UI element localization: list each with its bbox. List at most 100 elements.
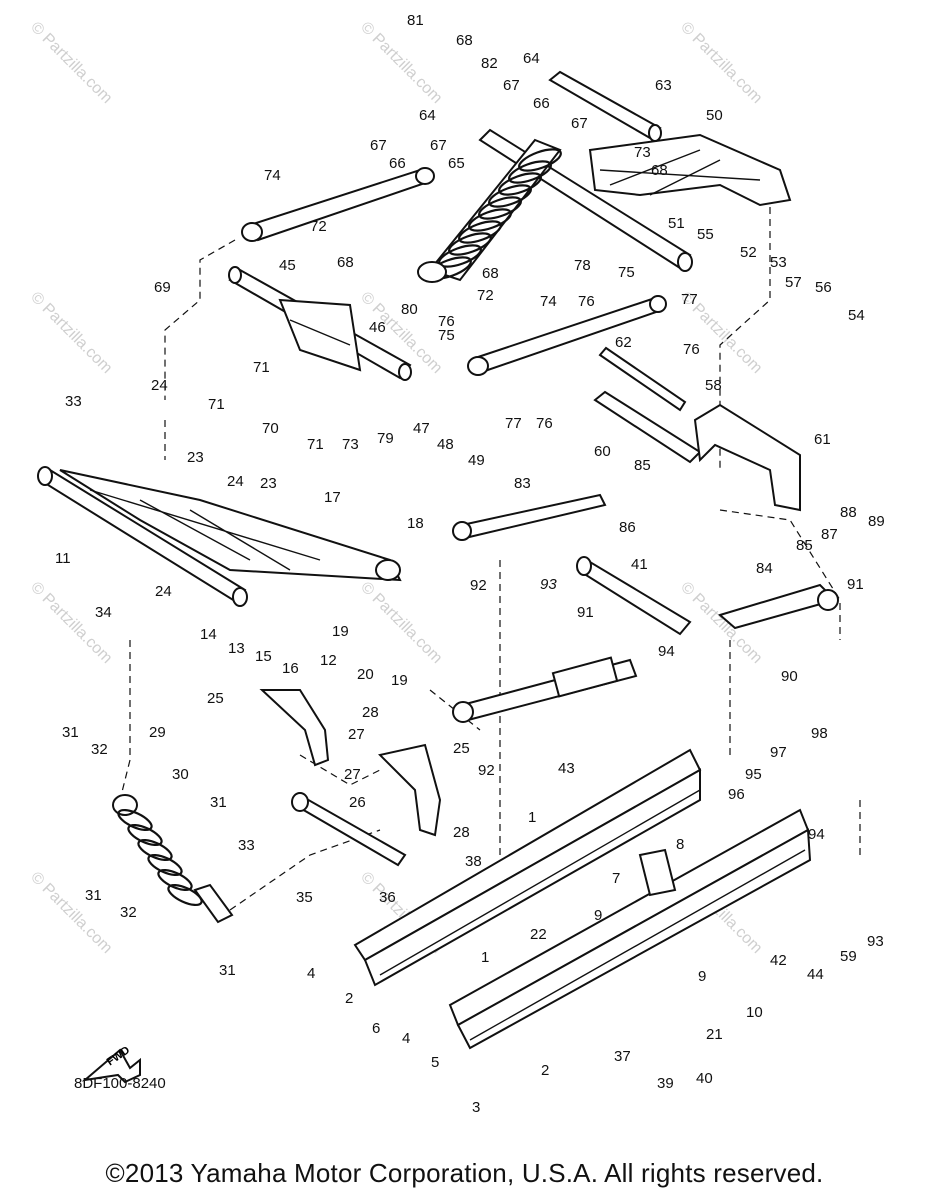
callout-number: 81 xyxy=(407,12,424,29)
callout-number: 76 xyxy=(683,341,700,358)
rod-83 xyxy=(452,493,607,541)
callout-number: 59 xyxy=(840,948,857,965)
callout-number: 48 xyxy=(437,436,454,453)
fwd-arrow: FWD xyxy=(81,1044,141,1084)
callout-number: 89 xyxy=(868,513,885,530)
callout-number: 76 xyxy=(438,313,455,330)
callout-number: 4 xyxy=(307,965,315,982)
callout-number: 9 xyxy=(698,968,706,985)
callout-number: 28 xyxy=(362,704,379,721)
callout-number: 54 xyxy=(848,307,865,324)
bracket-25-left xyxy=(259,689,330,767)
callout-number: 53 xyxy=(770,254,787,271)
watermark-text: © Partzilla.com xyxy=(27,289,115,377)
watermark-text: © Partzilla.com xyxy=(677,19,765,107)
callout-number: 61 xyxy=(814,431,831,448)
callout-number: 3 xyxy=(472,1099,480,1116)
callout-number: 77 xyxy=(681,291,698,308)
callout-number: 26 xyxy=(349,794,366,811)
callout-number: 93 xyxy=(540,576,557,593)
watermark-text: © Partzilla.com xyxy=(27,869,115,957)
callout-number: 87 xyxy=(821,526,838,543)
callout-number: 42 xyxy=(770,952,787,969)
diagram-code: 8DF100-8240 xyxy=(74,1075,166,1092)
long-shaft-63 xyxy=(548,70,662,142)
callout-number: 12 xyxy=(320,652,337,669)
callout-number: 23 xyxy=(187,449,204,466)
callout-number: 85 xyxy=(634,457,651,474)
callout-number: 25 xyxy=(207,690,224,707)
link-rod-74-upper xyxy=(241,167,435,242)
callout-number: 29 xyxy=(149,724,166,741)
callout-number: 36 xyxy=(379,889,396,906)
callout-number: 57 xyxy=(785,274,802,291)
watermark-text: © Partzilla.com xyxy=(27,579,115,667)
callout-number: 6 xyxy=(372,1020,380,1037)
callout-number: 19 xyxy=(391,672,408,689)
callout-number: 24 xyxy=(151,377,168,394)
callout-number: 16 xyxy=(282,660,299,677)
callout-number: 62 xyxy=(615,334,632,351)
callout-number: 33 xyxy=(238,837,255,854)
callout-number: 15 xyxy=(255,648,272,665)
callout-number: 76 xyxy=(536,415,553,432)
callout-number: 24 xyxy=(155,583,172,600)
callout-number: 92 xyxy=(478,762,495,779)
callout-number: 77 xyxy=(505,415,522,432)
callout-number: 21 xyxy=(706,1026,723,1043)
callout-number: 32 xyxy=(120,904,137,921)
front-shock-29 xyxy=(112,794,234,924)
callout-number: 31 xyxy=(85,887,102,904)
callout-number: 38 xyxy=(465,853,482,870)
callout-number: 68 xyxy=(337,254,354,271)
callout-number: 18 xyxy=(407,515,424,532)
callout-number: 60 xyxy=(594,443,611,460)
callout-number: 33 xyxy=(65,393,82,410)
callout-number: 96 xyxy=(728,786,745,803)
callout-number: 66 xyxy=(533,95,550,112)
callout-number: 58 xyxy=(705,377,722,394)
callout-number: 78 xyxy=(574,257,591,274)
callout-number: 2 xyxy=(345,990,353,1007)
shaft-62 xyxy=(598,346,687,412)
callout-number: 56 xyxy=(815,279,832,296)
front-pivot-arm-11 xyxy=(37,466,402,607)
callout-number: 76 xyxy=(578,293,595,310)
callout-number: 67 xyxy=(430,137,447,154)
callout-number: 45 xyxy=(279,257,296,274)
watermark-text: © Partzilla.com xyxy=(357,19,445,107)
damper-rod xyxy=(452,656,638,723)
callout-number: 75 xyxy=(618,264,635,281)
callout-number: 91 xyxy=(847,576,864,593)
callout-number: 46 xyxy=(369,319,386,336)
callout-number: 69 xyxy=(154,279,171,296)
callout-number: 66 xyxy=(389,155,406,172)
callout-number: 37 xyxy=(614,1048,631,1065)
callout-number: 98 xyxy=(811,725,828,742)
arm-84 xyxy=(717,583,839,630)
callout-number: 14 xyxy=(200,626,217,643)
callout-number: 85 xyxy=(796,537,813,554)
callout-number: 31 xyxy=(62,724,79,741)
callout-number: 94 xyxy=(808,826,825,843)
callout-number: 73 xyxy=(634,144,651,161)
callout-number: 43 xyxy=(558,760,575,777)
callout-number: 71 xyxy=(307,436,324,453)
callout-group: 81 68 82 64 67 66 63 50 67 73 68 74 64 6… xyxy=(55,12,885,1116)
callout-number: 28 xyxy=(453,824,470,841)
callout-number: 25 xyxy=(453,740,470,757)
callout-number: 65 xyxy=(448,155,465,172)
callout-number: 64 xyxy=(523,50,540,67)
callout-number: 34 xyxy=(95,604,112,621)
callout-number: 92 xyxy=(470,577,487,594)
callout-number: 83 xyxy=(514,475,531,492)
callout-number: 95 xyxy=(745,766,762,783)
watermark-text: © Partzilla.com xyxy=(357,579,445,667)
rear-arm-50 xyxy=(588,133,792,207)
callout-number: 11 xyxy=(55,550,71,567)
callout-number: 23 xyxy=(260,475,277,492)
callout-number: 32 xyxy=(91,741,108,758)
callout-number: 35 xyxy=(296,889,313,906)
callout-number: 67 xyxy=(571,115,588,132)
callout-number: 68 xyxy=(651,162,668,179)
